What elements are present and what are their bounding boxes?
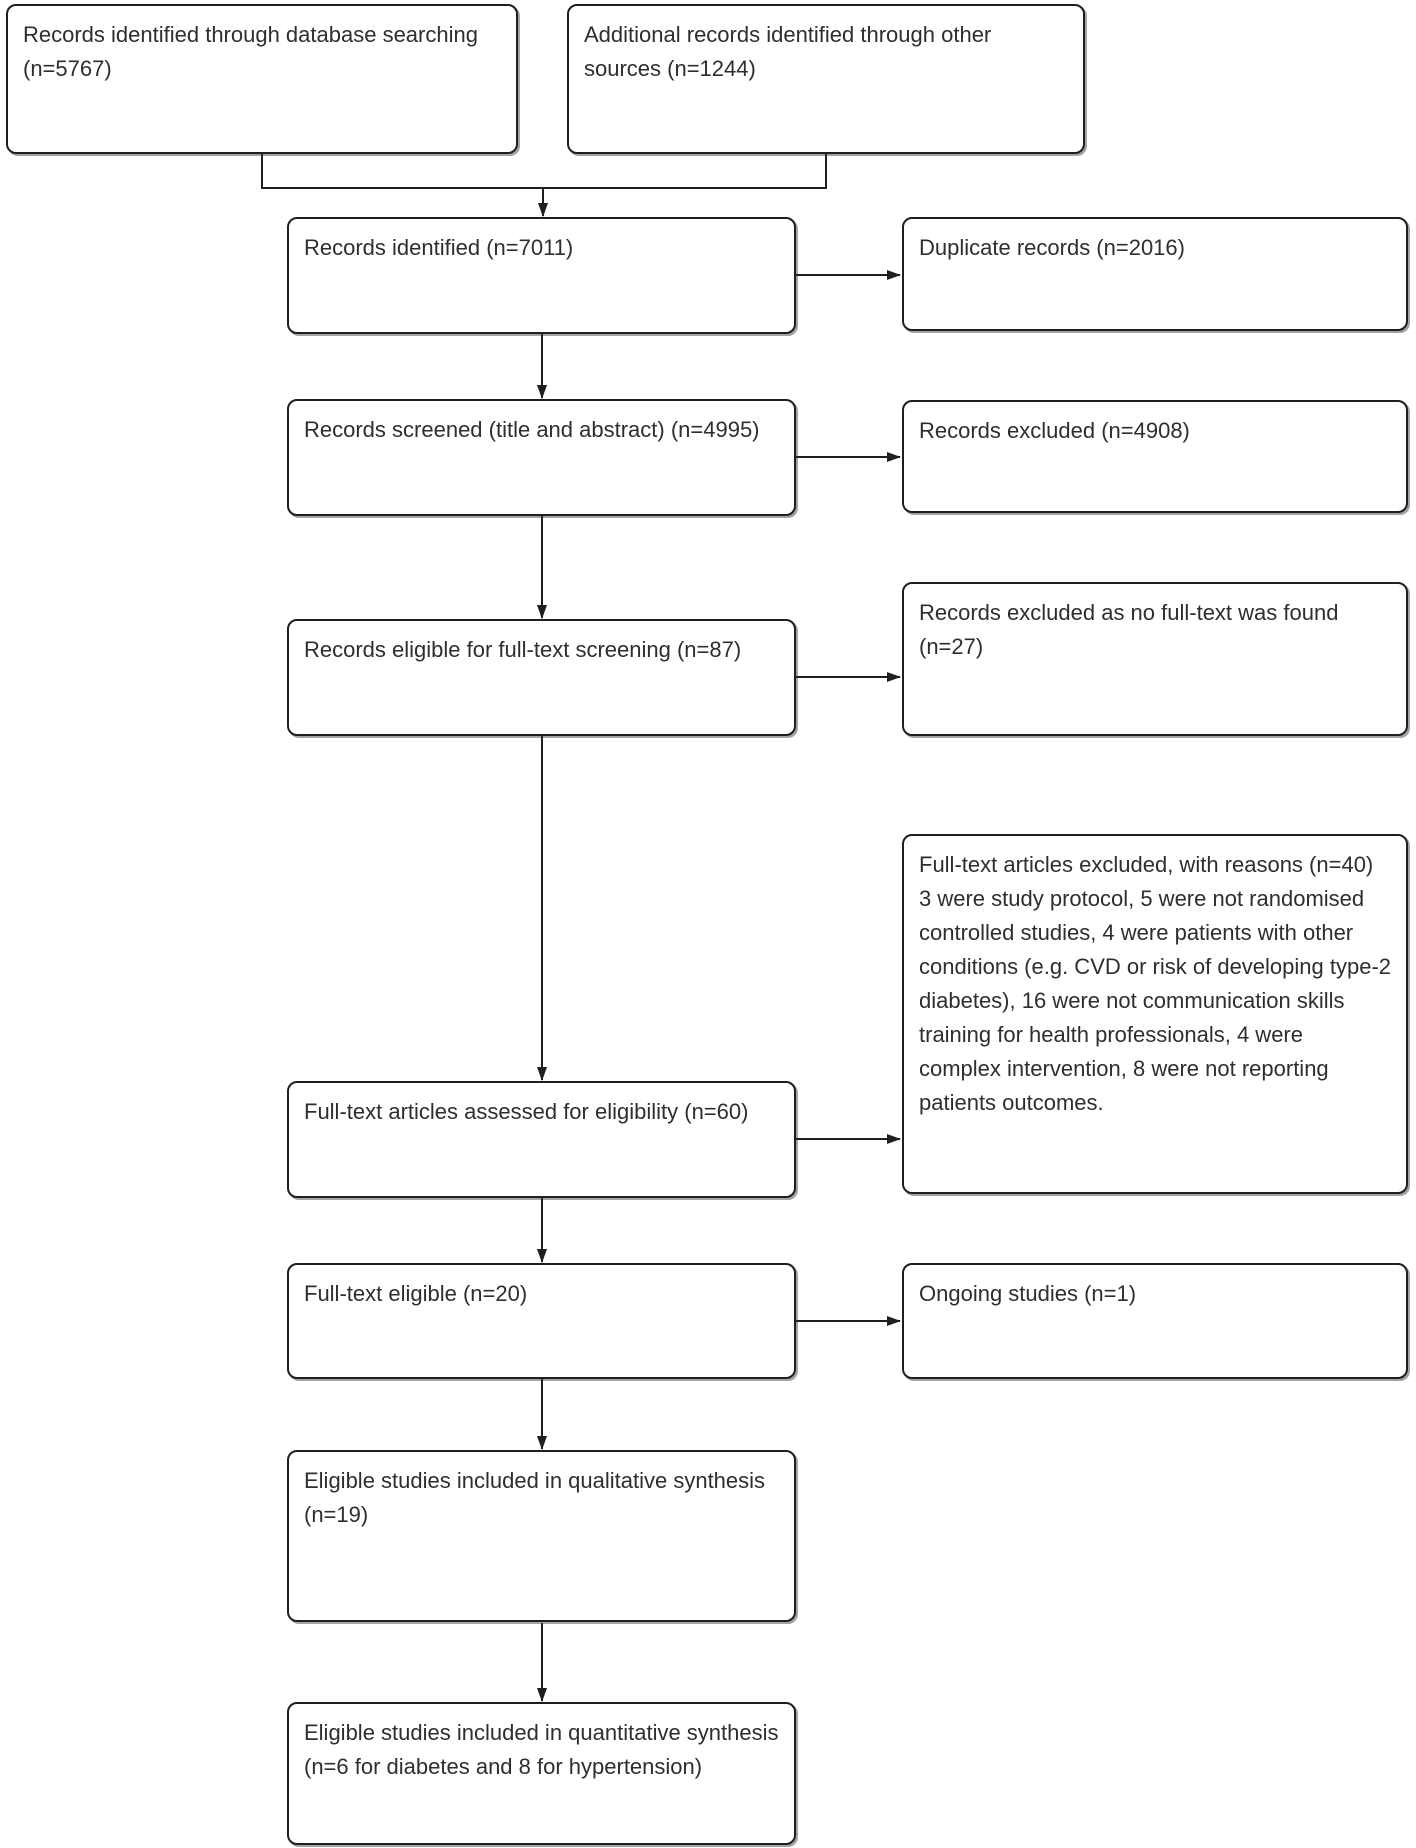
box-records-screened: Records screened (title and abstract) (n… — [287, 399, 796, 516]
box-database-search: Records identified through database sear… — [6, 4, 518, 154]
box-other-sources: Additional records identified through ot… — [567, 4, 1085, 154]
box-fulltext-eligible: Full-text eligible (n=20) — [287, 1263, 796, 1379]
box-fulltext-excluded-reasons: Full-text articles excluded, with reason… — [902, 834, 1408, 1194]
box-records-identified: Records identified (n=7011) — [287, 217, 796, 334]
box-quantitative-synthesis: Eligible studies included in quantitativ… — [287, 1702, 796, 1845]
box-excluded-no-fulltext: Records excluded as no full-text was fou… — [902, 582, 1408, 736]
box-eligible-fulltext-screening: Records eligible for full-text screening… — [287, 619, 796, 736]
box-duplicate-records: Duplicate records (n=2016) — [902, 217, 1408, 331]
merge-connector — [261, 154, 827, 189]
box-ongoing-studies: Ongoing studies (n=1) — [902, 1263, 1408, 1379]
box-records-excluded: Records excluded (n=4908) — [902, 400, 1408, 513]
box-fulltext-assessed: Full-text articles assessed for eligibil… — [287, 1081, 796, 1198]
box-qualitative-synthesis: Eligible studies included in qualitative… — [287, 1450, 796, 1622]
